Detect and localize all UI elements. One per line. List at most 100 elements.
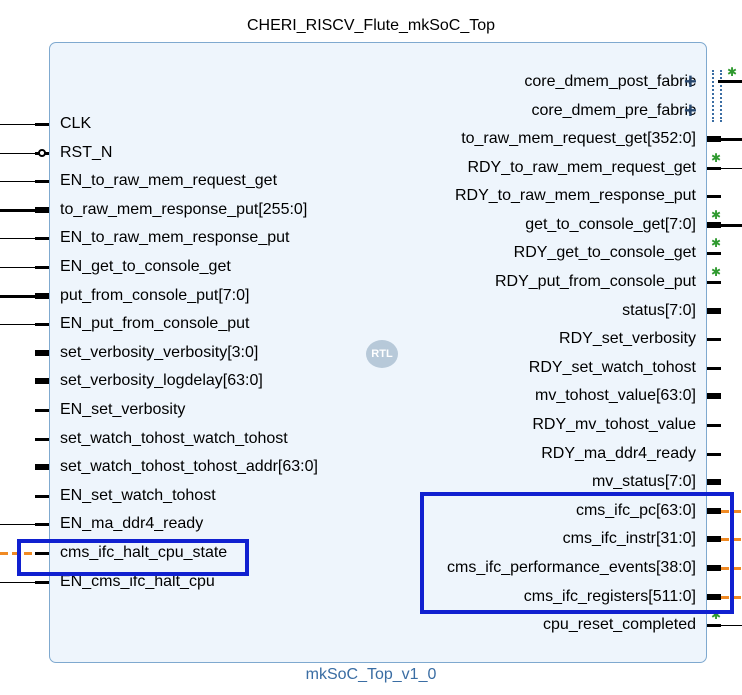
port-pin-right[interactable] — [707, 252, 721, 256]
port-pin-right[interactable] — [707, 338, 721, 342]
net-wire — [0, 294, 35, 298]
port-label-right[interactable]: get_to_console_get[7:0] — [525, 215, 696, 233]
interface-label[interactable]: core_dmem_pre_fabric — [531, 101, 696, 119]
port-label-left[interactable]: set_watch_tohost_tohost_addr[63:0] — [60, 458, 318, 476]
port-pin-right[interactable] — [707, 479, 721, 486]
port-pin-right[interactable] — [707, 624, 721, 628]
net-wire — [0, 124, 35, 125]
port-label-left[interactable]: set_verbosity_verbosity[3:0] — [60, 343, 259, 361]
port-pin-left[interactable] — [35, 349, 49, 356]
port-label-right[interactable]: RDY_to_raw_mem_response_put — [454, 187, 696, 205]
highlight-box-input — [17, 539, 249, 576]
port-label-right[interactable]: RDY_get_to_console_get — [513, 244, 696, 262]
port-label-right[interactable]: cms_ifc_performance_events[38:0] — [446, 559, 696, 576]
plus-icon[interactable]: + — [684, 69, 697, 94]
net-wire — [721, 625, 742, 627]
port-pin-left[interactable] — [35, 523, 49, 527]
port-pin-left[interactable] — [35, 180, 49, 184]
active-low-bubble-icon — [38, 148, 46, 157]
port-pin-right[interactable] — [707, 307, 721, 314]
port-pin-left[interactable] — [35, 580, 49, 584]
port-label-right[interactable]: cms_ifc_registers[511:0] — [523, 587, 696, 605]
net-wire — [0, 152, 35, 154]
port-pin-left[interactable] — [35, 237, 49, 241]
port-pin-left[interactable] — [35, 292, 49, 299]
bug-icon[interactable]: ✱ — [711, 236, 722, 251]
port-label-left[interactable]: EN_put_from_console_put — [60, 315, 250, 333]
highlight-box-outputs — [420, 492, 734, 614]
port-pin-right[interactable] — [707, 593, 721, 600]
port-label-right[interactable]: mv_tohost_value[63:0] — [535, 387, 696, 405]
port-pin-left[interactable] — [35, 123, 49, 126]
net-wire — [721, 138, 742, 141]
net-wire — [0, 181, 35, 183]
net-wire — [0, 208, 35, 212]
port-pin-left[interactable] — [35, 378, 49, 385]
port-label-right[interactable]: RDY_ma_ddr4_ready — [541, 444, 696, 462]
interface-label[interactable]: core_dmem_post_fabric — [524, 73, 696, 90]
interface-bus-wire — [718, 80, 742, 83]
port-label-left[interactable]: set_watch_tohost_watch_tohost — [60, 429, 288, 447]
plus-icon[interactable]: + — [684, 97, 697, 123]
port-pin-left[interactable] — [35, 464, 49, 471]
port-label-right[interactable]: cms_ifc_pc[63:0] — [575, 501, 696, 519]
bug-icon[interactable]: ✱ — [711, 265, 722, 279]
port-label-left[interactable]: EN_cms_ifc_halt_cpu — [60, 572, 215, 590]
port-pin-left[interactable] — [35, 552, 49, 555]
port-pin-right[interactable] — [707, 507, 721, 514]
net-wire — [0, 324, 35, 326]
net-wire — [721, 223, 742, 227]
port-label-right[interactable]: RDY_put_from_console_put — [494, 273, 696, 290]
port-pin-right[interactable] — [707, 195, 721, 199]
bug-icon[interactable]: ✱ — [711, 207, 722, 222]
port-pin-right[interactable] — [707, 221, 721, 228]
port-pin-right[interactable] — [707, 136, 721, 142]
port-label-left[interactable]: EN_set_watch_tohost — [60, 486, 216, 504]
port-label-left[interactable]: EN_to_raw_mem_request_get — [60, 172, 278, 190]
port-label-right[interactable]: cms_ifc_instr[31:0] — [562, 530, 696, 548]
net-wire — [0, 581, 35, 583]
port-label-left[interactable]: CLK — [60, 115, 92, 132]
port-label-right[interactable]: RDY_to_raw_mem_request_get — [467, 158, 696, 176]
port-label-right[interactable]: status[7:0] — [622, 301, 696, 319]
port-label-right[interactable]: RDY_mv_tohost_value — [532, 416, 696, 433]
port-pin-left[interactable] — [35, 323, 49, 327]
port-pin-right[interactable] — [707, 366, 721, 370]
port-label-left[interactable]: put_from_console_put[7:0] — [60, 286, 250, 304]
port-pin-right[interactable] — [707, 536, 721, 543]
block-title: CHERI_RISCV_Flute_mkSoC_Top — [246, 17, 496, 34]
port-pin-left[interactable] — [35, 494, 49, 498]
port-pin-left[interactable] — [35, 409, 49, 412]
port-label-right[interactable]: RDY_set_watch_tohost — [528, 358, 696, 376]
port-pin-right[interactable] — [707, 424, 721, 427]
port-label-right[interactable]: mv_status[7:0] — [591, 473, 696, 491]
port-pin-left[interactable] — [35, 266, 49, 269]
bug-icon[interactable]: ✱ — [711, 608, 722, 623]
port-label-left[interactable]: EN_ma_ddr4_ready — [60, 515, 204, 533]
port-label-left[interactable]: cms_ifc_halt_cpu_state — [60, 544, 228, 561]
instance-name: mkSoC_Top_v1_0 — [305, 666, 437, 683]
port-label-left[interactable]: set_verbosity_logdelay[63:0] — [60, 372, 263, 390]
port-label-right[interactable]: cpu_reset_completed — [543, 616, 696, 634]
port-label-right[interactable]: RDY_set_verbosity — [559, 330, 696, 348]
interface-connector — [712, 70, 722, 122]
bug-icon[interactable]: ✱ — [711, 150, 722, 165]
port-label-left[interactable]: EN_get_to_console_get — [60, 258, 231, 275]
port-label-left[interactable]: RST_N — [60, 143, 113, 161]
port-label-right[interactable]: to_raw_mem_request_get[352:0] — [461, 130, 696, 147]
port-pin-right[interactable] — [707, 166, 721, 170]
port-pin-left[interactable] — [35, 437, 49, 441]
rtl-badge-icon: RTL — [366, 340, 398, 368]
net-wire — [721, 167, 742, 169]
port-pin-right[interactable] — [707, 452, 721, 456]
port-label-left[interactable]: EN_to_raw_mem_response_put — [60, 229, 290, 247]
bug-icon[interactable]: ✱ — [727, 65, 738, 79]
net-wire — [0, 267, 35, 268]
port-label-left[interactable]: EN_set_verbosity — [60, 401, 186, 418]
port-pin-right[interactable] — [707, 393, 721, 400]
port-label-left[interactable]: to_raw_mem_response_put[255:0] — [60, 200, 308, 218]
net-wire — [0, 524, 35, 526]
port-pin-right[interactable] — [707, 565, 721, 571]
port-pin-right[interactable] — [707, 281, 721, 284]
port-pin-left[interactable] — [35, 206, 49, 213]
